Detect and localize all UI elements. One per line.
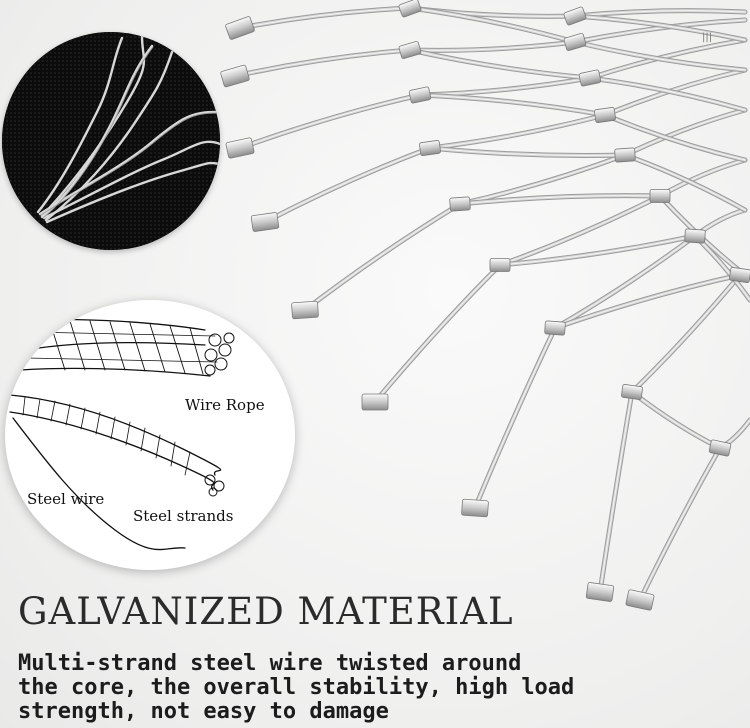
wire-cable — [304, 203, 461, 311]
wire-cable — [459, 195, 661, 205]
ferrule-clamp — [614, 147, 636, 163]
wire-cable — [638, 446, 722, 602]
wire-cable — [553, 273, 742, 330]
description-line: the core, the overall stability, high lo… — [18, 675, 575, 700]
ferrule-clamp — [408, 86, 432, 104]
description-line: Multi-strand steel wire twisted around — [18, 651, 522, 676]
wire-cable — [623, 108, 747, 157]
wire-cable — [238, 93, 422, 150]
steel-wire-label: Steel wire — [27, 490, 105, 508]
wire-cable — [374, 264, 501, 403]
wire-cable — [239, 94, 421, 149]
wire-cable — [574, 19, 746, 43]
wire-cable — [417, 92, 608, 118]
wire-cable — [473, 326, 557, 510]
wire-rope-diagram: Wire Rope Steel wire Steel strands — [5, 300, 295, 570]
ferrule-clamp — [489, 258, 511, 272]
ferrule-clamp — [708, 439, 732, 457]
wire-cable — [624, 154, 746, 211]
wire-cable — [497, 233, 698, 268]
ferrule-clamp — [419, 140, 441, 156]
wire-cable — [604, 114, 746, 161]
ferrule-clamp — [544, 320, 566, 336]
wire-cable — [639, 447, 721, 601]
ferrule-clamp — [250, 212, 280, 232]
ferrule-clamp — [361, 393, 389, 411]
wire-cable — [589, 77, 746, 111]
wire-cable — [232, 47, 413, 79]
wire-cable — [264, 147, 431, 223]
ferrule-clamp — [220, 64, 250, 88]
ferrule-clamp — [225, 16, 255, 40]
wire-cable — [409, 7, 576, 43]
wire-cable — [409, 41, 576, 51]
ferrule-clamp — [621, 384, 643, 400]
description-line: strength, not easy to damage — [18, 699, 389, 724]
steel-strands-label: Steel strands — [133, 507, 234, 525]
wire-cable — [554, 235, 696, 329]
wire-cable — [599, 391, 633, 593]
ferrule-clamp — [594, 107, 616, 123]
wire-closeup-photo — [2, 32, 220, 250]
ferrule-clamp — [684, 228, 706, 244]
wire-cable — [417, 75, 593, 98]
wire-cable — [658, 158, 747, 198]
wire-cable — [429, 114, 606, 149]
wire-cable — [237, 5, 413, 31]
wire-cable — [239, 7, 411, 29]
ferrule-clamp — [585, 582, 615, 602]
wire-cable — [624, 109, 746, 156]
wire-cable — [263, 146, 432, 224]
wire-cable — [631, 274, 741, 393]
wire-cable — [409, 49, 591, 79]
steel-wire-strands-graphic — [2, 32, 220, 250]
ferrule-clamp — [449, 196, 471, 212]
ferrule-clamp — [225, 137, 255, 159]
wire-cable — [234, 49, 411, 77]
wire-cable — [459, 154, 626, 205]
ferrule-clamp — [398, 41, 422, 59]
wire-cable — [574, 41, 746, 71]
wire-cable — [630, 390, 722, 450]
wire-cable — [499, 195, 661, 266]
ferrule-clamp — [291, 300, 319, 320]
ferrule-clamp — [563, 33, 587, 51]
wire-cable — [554, 274, 741, 329]
wire-cable — [419, 94, 606, 116]
corner-mark: ||| — [702, 32, 713, 43]
wire-rope-drawing — [9, 318, 235, 551]
wire-cable — [574, 15, 746, 41]
ferrule-clamp — [729, 267, 750, 283]
wire-rope-label: Wire Rope — [185, 396, 265, 414]
wire-cable — [499, 235, 696, 266]
ferrule-clamp — [398, 0, 422, 18]
ferrule-clamp — [649, 189, 671, 203]
wire-cable — [474, 327, 556, 509]
wire-cable — [604, 69, 746, 116]
ferrule-clamp — [578, 69, 602, 87]
wire-cable — [429, 147, 626, 157]
wire-cable — [574, 10, 746, 17]
description: Multi-strand steel wire twisted around t… — [18, 652, 578, 724]
wire-cable — [589, 39, 746, 79]
ferrule-clamp — [461, 498, 489, 518]
ferrule-clamp — [625, 589, 655, 611]
ferrule-clamp — [563, 6, 587, 26]
section-heading: GALVANIZED MATERIAL — [18, 590, 514, 633]
